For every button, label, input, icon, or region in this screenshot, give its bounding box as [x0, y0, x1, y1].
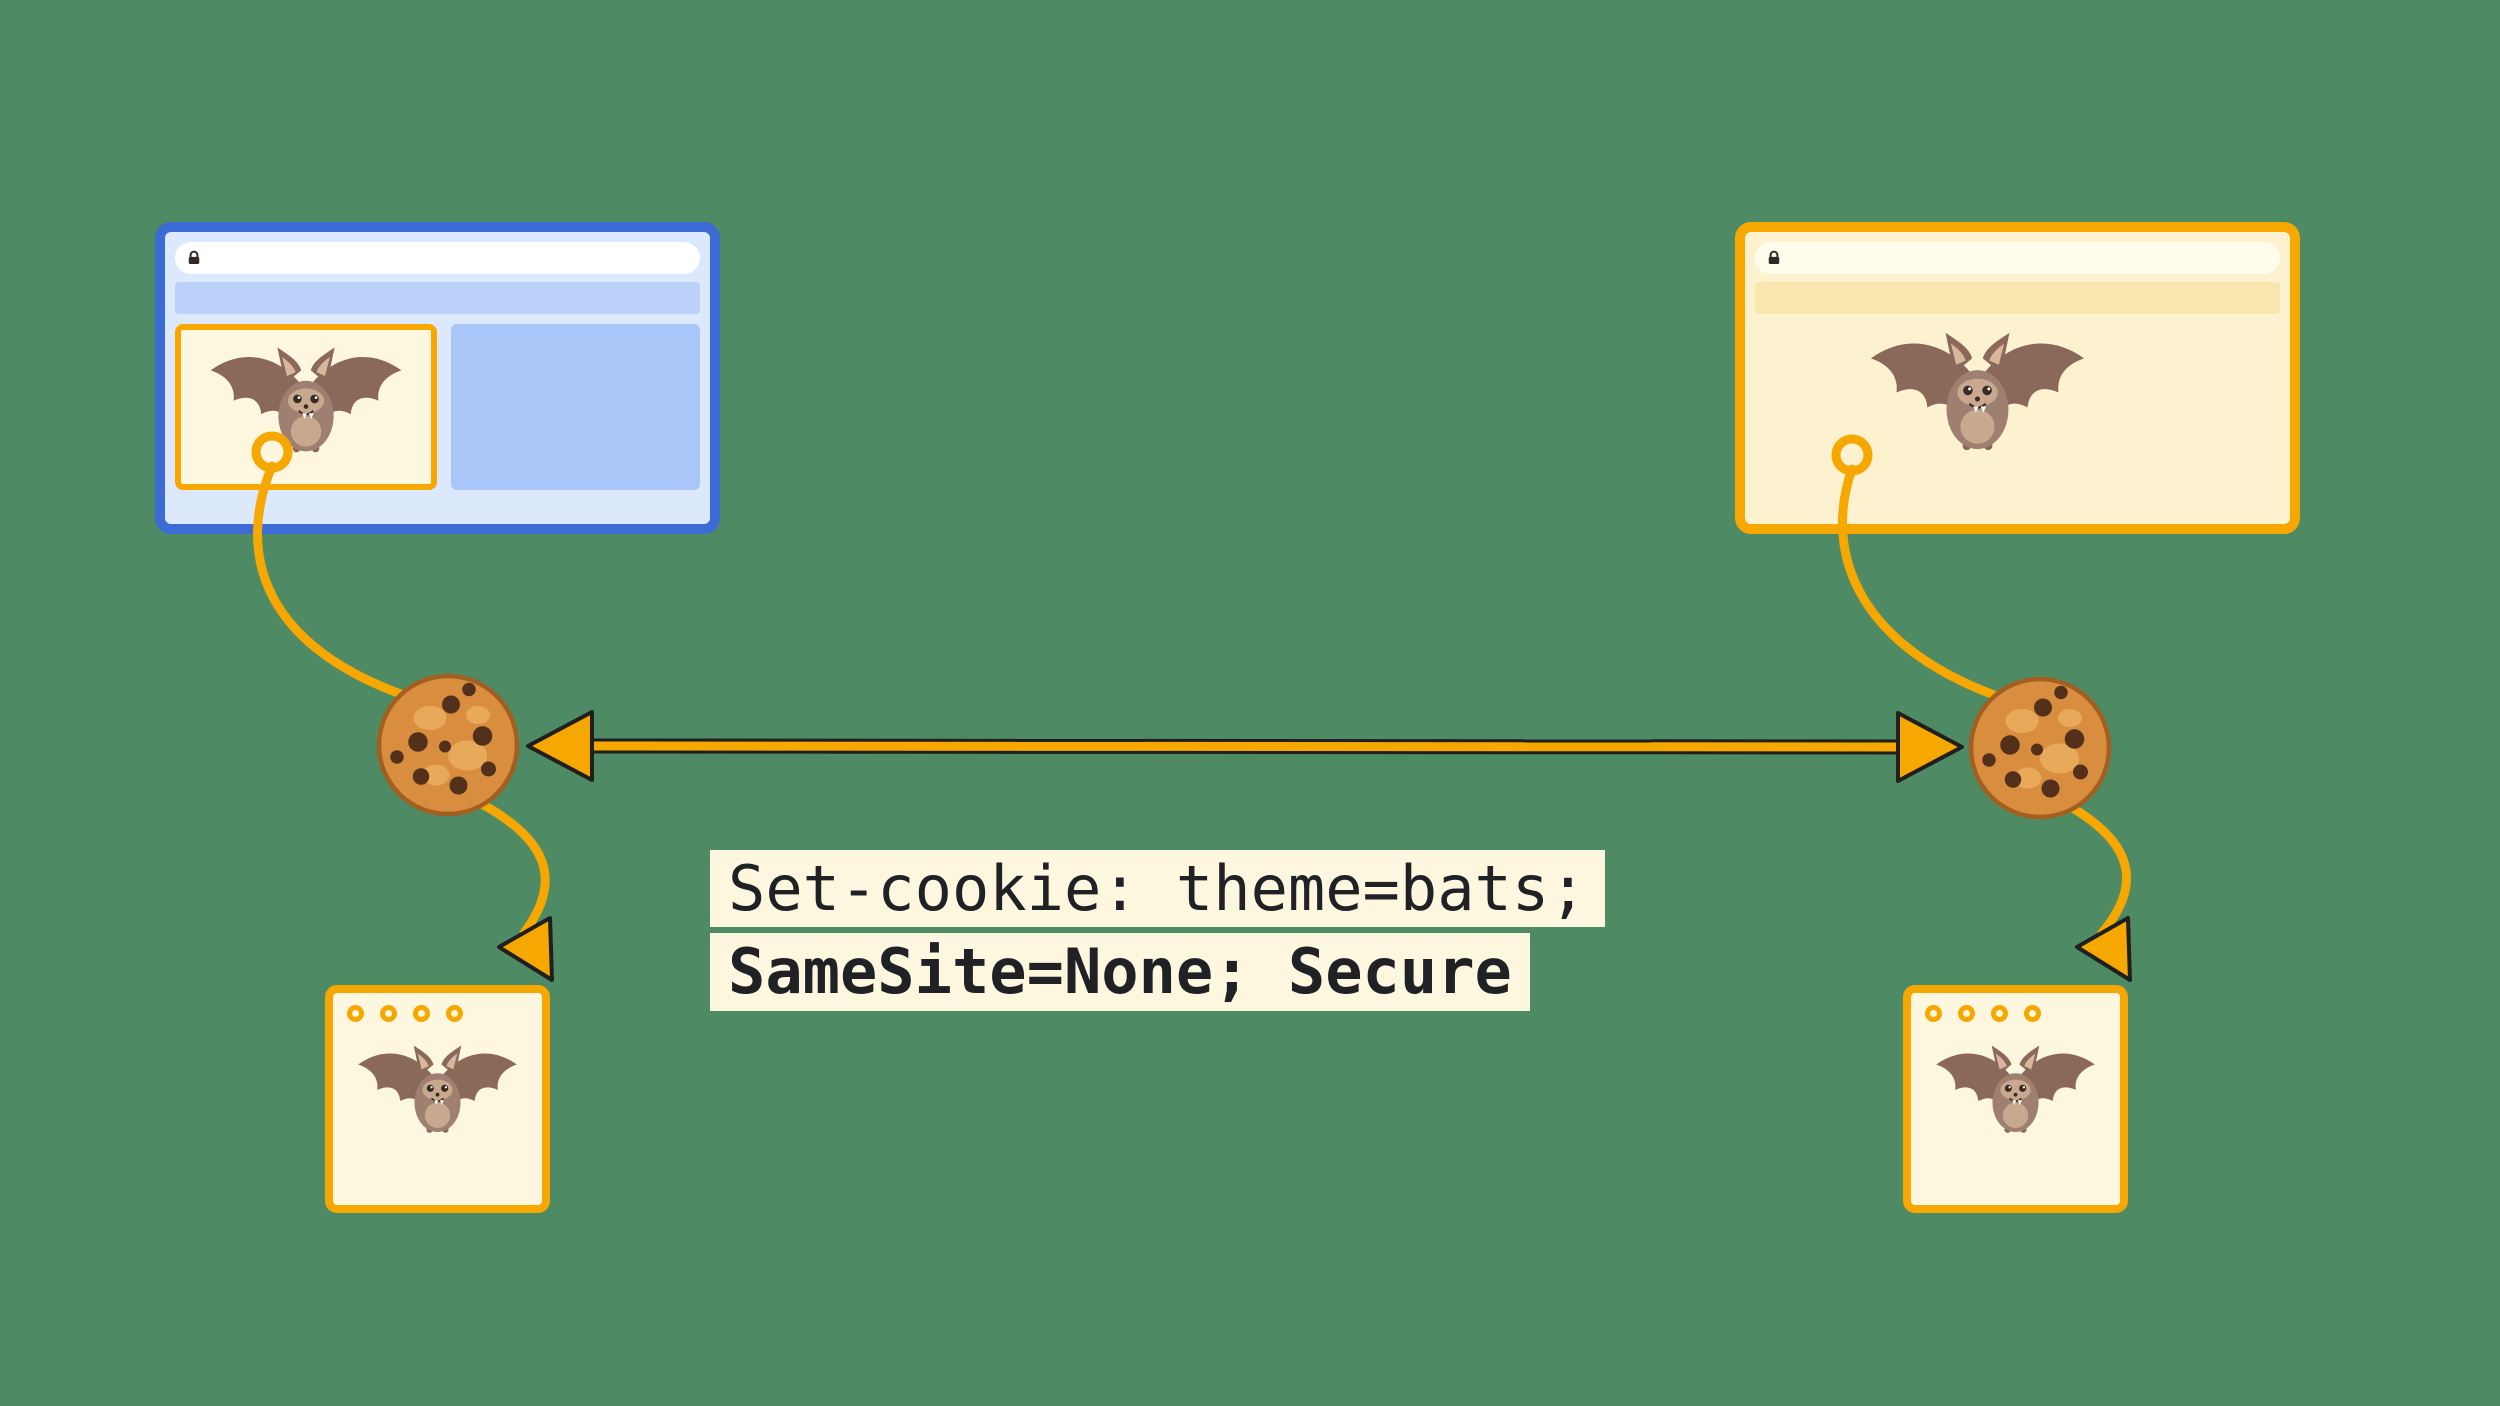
card-dots [1925, 1005, 2120, 1022]
bat-icon [209, 345, 403, 453]
window-content-left [175, 324, 700, 490]
browser-window-right [1735, 222, 2300, 534]
connector-left-cookie-to-card [473, 797, 550, 938]
arrowhead-right [1896, 711, 1964, 783]
code-label: Set-cookie: theme=bats; SameSite=None; S… [710, 850, 1605, 1017]
bat-icon [357, 1044, 518, 1134]
card-dot [347, 1005, 364, 1022]
toolbar-strip-left [175, 282, 700, 314]
cookie-sync-arrow [584, 741, 1906, 752]
arrowhead-card-left [497, 916, 554, 982]
card-dot [413, 1005, 430, 1022]
bat-icon [1935, 1044, 2096, 1134]
card-dot [1991, 1005, 2008, 1022]
card-dot [1958, 1005, 1975, 1022]
lock-icon [1767, 250, 1781, 265]
card-dot [446, 1005, 463, 1022]
widget-card-left [325, 985, 550, 1213]
cookie-sync-arrow-outline [584, 738, 1906, 755]
url-bar-left [175, 242, 700, 274]
card-dot [380, 1005, 397, 1022]
bat-icon [1869, 331, 2086, 452]
content-panel [451, 324, 700, 490]
card-dot [2024, 1005, 2041, 1022]
lock-icon [187, 250, 201, 265]
card-dots [347, 1005, 542, 1022]
browser-window-left [155, 222, 720, 534]
cookie-icon-left [379, 676, 517, 814]
window-content-right [1860, 320, 2290, 484]
code-line-2: SameSite=None; Secure [710, 933, 1530, 1011]
url-bar-right [1755, 242, 2280, 274]
iframe-embed [175, 324, 437, 490]
cookie-icon-right [1971, 679, 2109, 817]
connector-right-cookie-to-card [2057, 797, 2132, 938]
arrowhead-card-right [2075, 916, 2132, 982]
card-dot [1925, 1005, 1942, 1022]
toolbar-strip-right [1755, 282, 2280, 314]
arrowhead-left [526, 710, 594, 782]
code-line-1: Set-cookie: theme=bats; [710, 850, 1605, 928]
widget-card-right [1903, 985, 2128, 1213]
